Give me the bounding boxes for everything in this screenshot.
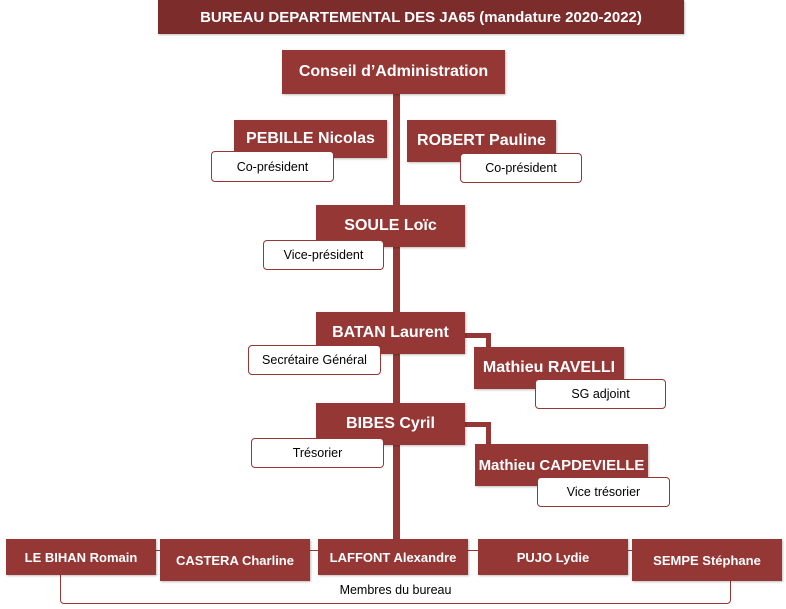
members-label: Membres du bureau bbox=[339, 583, 452, 597]
node-castera-charline: CASTERA Charline bbox=[160, 539, 310, 581]
role-secretaire-general: Secrétaire Général bbox=[248, 345, 381, 375]
node-sempe-stephane: SEMPE Stéphane bbox=[632, 539, 782, 581]
role-vice-tresorier: Vice trésorier bbox=[537, 477, 670, 507]
connector-bibes-capdevielle-vertical bbox=[486, 422, 491, 448]
node-conseil-administration: Conseil d’Administration bbox=[282, 50, 505, 94]
node-pujo-lydie: PUJO Lydie bbox=[478, 539, 628, 575]
node-laffont-alexandre: LAFFONT Alexandre bbox=[318, 539, 468, 575]
role-copresident-robert: Co-président bbox=[460, 153, 582, 183]
connector-batan-ravelli bbox=[463, 333, 491, 338]
role-sg-adjoint: SG adjoint bbox=[535, 379, 666, 409]
role-vice-president: Vice-président bbox=[263, 240, 384, 270]
node-le-bihan-romain: LE BIHAN Romain bbox=[6, 539, 156, 575]
page-title: BUREAU DEPARTEMENTAL DES JA65 (mandature… bbox=[158, 0, 684, 34]
role-copresident-pebille: Co-président bbox=[211, 151, 334, 182]
connector-batan-ravelli-vertical bbox=[486, 333, 491, 355]
connector-bibes-capdevielle bbox=[463, 422, 491, 427]
role-tresorier: Trésorier bbox=[251, 438, 384, 468]
